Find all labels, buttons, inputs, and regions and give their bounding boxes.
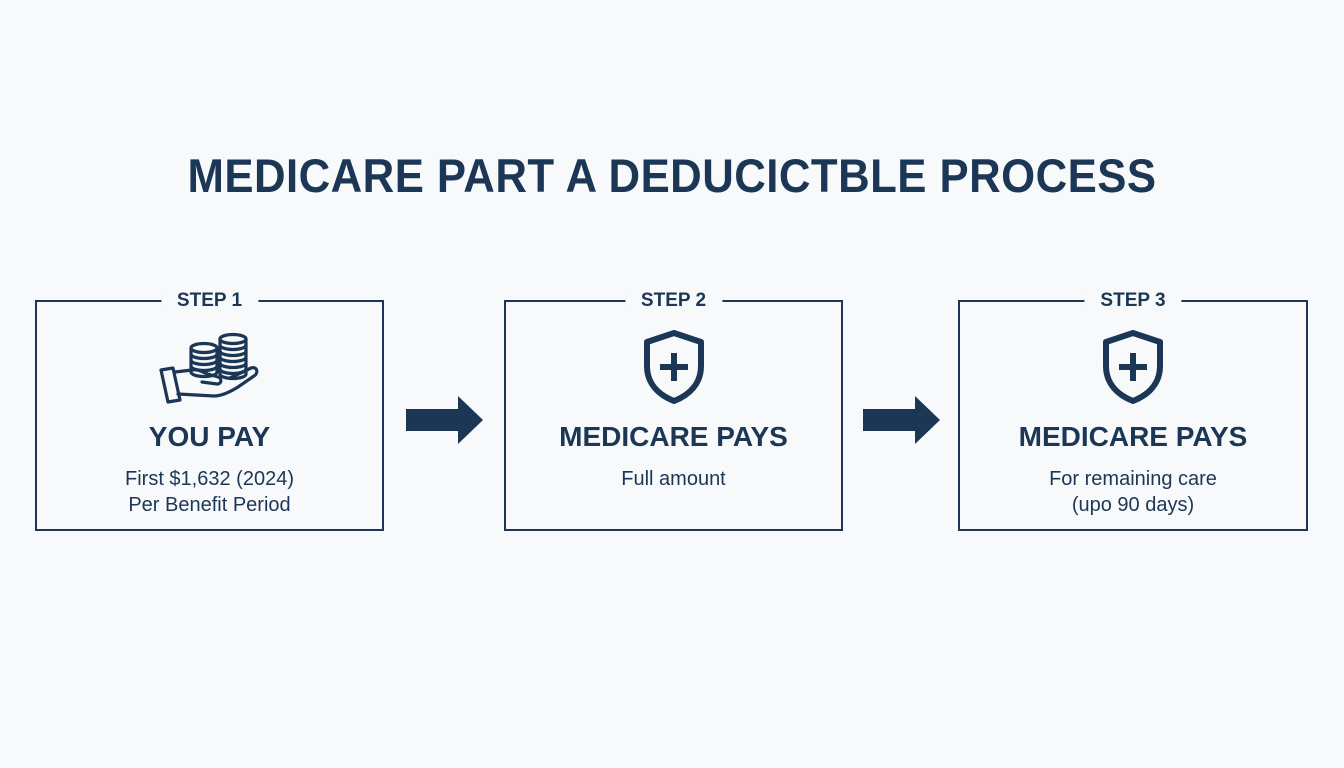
step-1-box: STEP 1 YOU PAY First $1,632 (2024) <box>35 290 384 531</box>
step-2-label: STEP 2 <box>624 290 723 312</box>
step-3-label: STEP 3 <box>1084 290 1182 312</box>
arrow-right-icon <box>406 396 484 449</box>
step-1-line-2: Per Benefit Period <box>128 494 291 516</box>
shield-plus-icon <box>1102 330 1164 409</box>
step-2-line-1: Full amount <box>621 468 726 490</box>
step-1-line-1: First $1,632 (2024) <box>125 468 294 490</box>
step-3-heading: MEDICARE PAYS <box>1018 421 1248 452</box>
hand-coins-icon <box>158 332 262 411</box>
step-3-box: STEP 3 MEDICARE PAYS For remaining care … <box>958 290 1308 531</box>
step-3-description: For remaining care (upo 90 days) <box>960 466 1306 518</box>
step-1-description: First $1,632 (2024) Per Benefit Period <box>37 466 382 518</box>
step-2-box: STEP 2 MEDICARE PAYS Full amount <box>504 290 843 531</box>
step-3-line-1: For remaining care <box>1049 468 1217 490</box>
shield-plus-icon <box>643 330 705 409</box>
step-1-label: STEP 1 <box>160 290 259 312</box>
step-2-heading: MEDICARE PAYS <box>559 421 788 452</box>
page-title: MEDICARE PART A DEDUCICTBLE PROCESS <box>187 149 1157 202</box>
step-3-line-2: (upo 90 days) <box>1071 494 1195 516</box>
step-2-description: Full amount <box>506 466 841 492</box>
arrow-right-icon <box>863 396 941 449</box>
step-1-heading: YOU PAY <box>148 421 271 452</box>
